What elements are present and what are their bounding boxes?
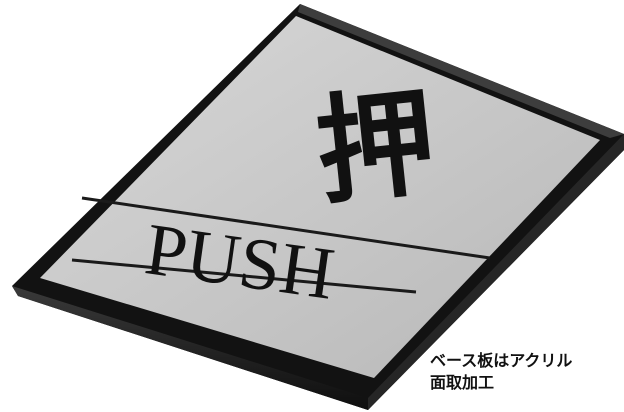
base-bevel-bottom	[12, 286, 368, 410]
silver-face-plate	[40, 16, 600, 378]
caption-line-1: ベース板はアクリル	[430, 351, 573, 370]
base-bevel-top-edge	[298, 4, 624, 138]
kanji-text: 押	[310, 71, 442, 222]
product-caption: ベース板はアクリル 面取加工	[430, 350, 624, 394]
divider-line-top	[81, 196, 491, 260]
base-bevel-right	[368, 134, 624, 410]
divider-line-bottom	[71, 258, 417, 294]
caption-line-2: 面取加工	[430, 373, 495, 392]
